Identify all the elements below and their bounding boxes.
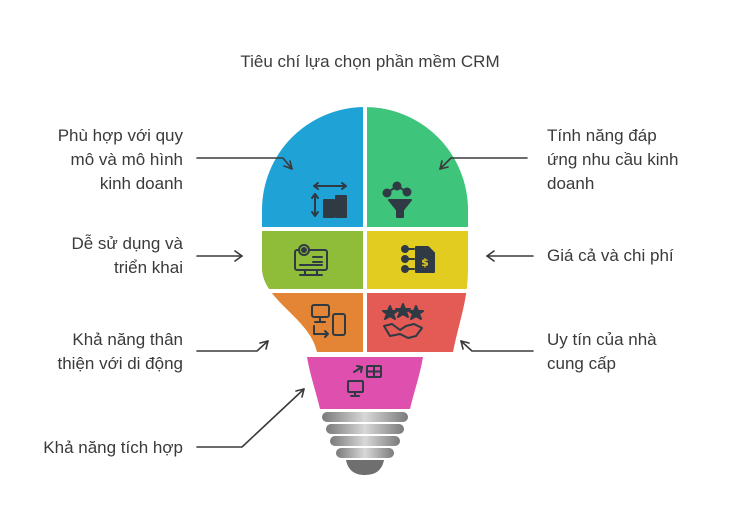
stars-handshake-icon (382, 303, 424, 339)
settings-screen-icon (294, 244, 328, 276)
label-reputation: Uy tín của nhà cung cấp (547, 330, 657, 373)
devices-icon (311, 304, 346, 338)
svg-text:$: $ (421, 256, 429, 269)
integration-icon (347, 365, 382, 397)
segment-ease (262, 231, 363, 289)
label-scale: Phù hợp với quy mô và mô hình kinh doanh (57, 126, 183, 193)
arrow-integration (196, 388, 305, 448)
bulb-base (322, 412, 408, 475)
funnel-nodes-icon (382, 181, 412, 218)
arrow-mobile (196, 340, 269, 352)
arrow-features (439, 157, 528, 170)
arrow-price (486, 250, 534, 262)
segment-mobile (262, 293, 363, 352)
segment-integration (307, 357, 423, 409)
label-mobile: Khả năng thân thiện với di động (57, 330, 183, 373)
cost-document-icon: $ (401, 245, 435, 273)
scale-building-icon (311, 182, 347, 218)
segment-features (367, 107, 468, 227)
label-price: Giá cả và chi phí (547, 246, 674, 265)
label-integration: Khả năng tích hợp (43, 438, 183, 457)
arrow-reputation (460, 340, 534, 352)
label-features: Tính năng đáp ứng nhu cầu kinh doanh (547, 126, 679, 193)
segment-reputation (367, 293, 468, 352)
label-ease: Dễ sử dụng và triển khai (71, 234, 183, 277)
arrow-ease (196, 250, 243, 262)
diagram-title: Tiêu chí lựa chọn phần mềm CRM (240, 52, 500, 71)
arrow-scale (196, 157, 293, 170)
